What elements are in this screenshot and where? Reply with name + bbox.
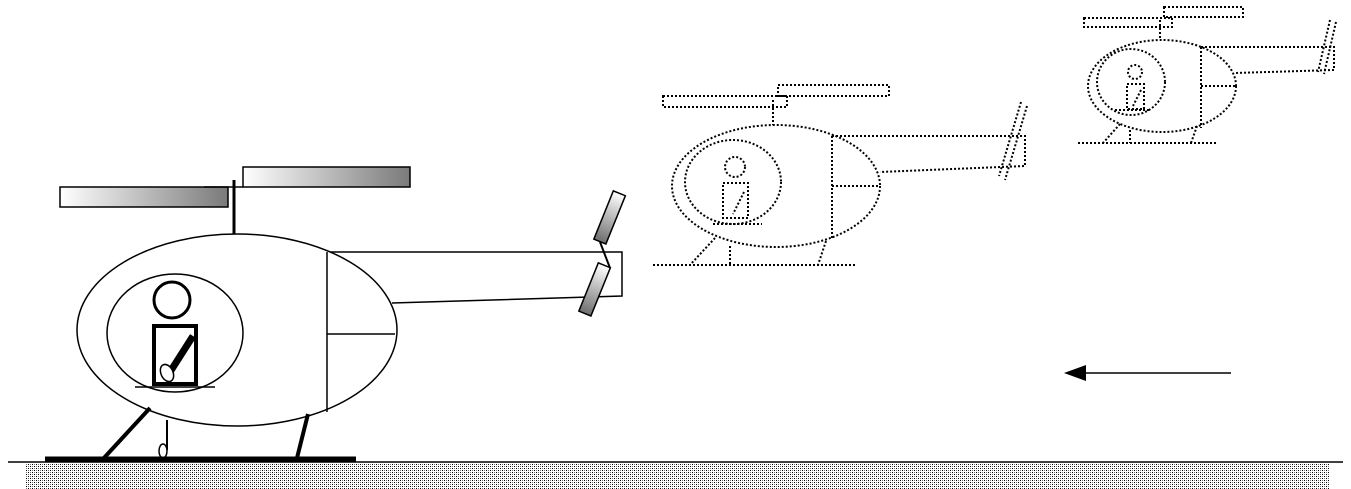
main-rotor-blade-right (242, 166, 411, 188)
tail-boom (330, 251, 623, 304)
helicopter-approach-near (653, 84, 1028, 266)
main-rotor-blade-left (59, 186, 229, 208)
helicopter-approach-far (1078, 6, 1337, 144)
pilot-figure (135, 280, 215, 388)
landing-skids (45, 406, 356, 462)
helicopter-landed (45, 166, 627, 462)
tail-rotor (577, 189, 627, 317)
ground (8, 461, 1343, 489)
motion-arrow (1064, 365, 1231, 381)
